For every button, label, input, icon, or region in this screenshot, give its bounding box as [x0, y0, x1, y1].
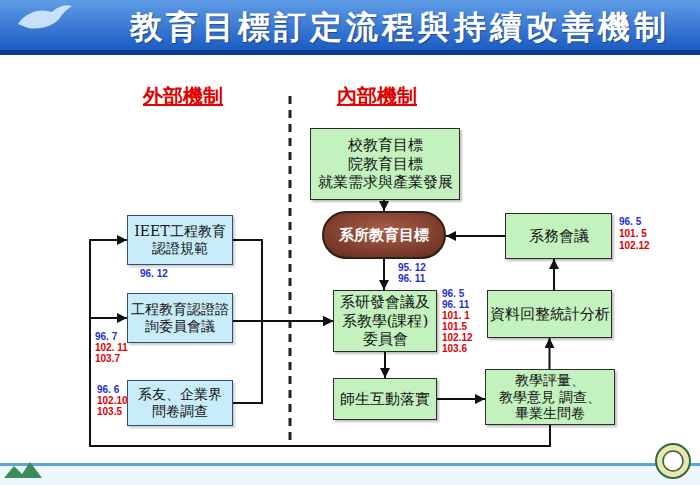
page-title: 教育目標訂定流程與持續改善機制 — [100, 6, 700, 50]
date-label: 103.5 — [97, 406, 122, 417]
date-label: 101. 5 — [619, 228, 647, 239]
date-label: 96. 11 — [398, 273, 425, 284]
flow-arrow — [383, 259, 385, 290]
process-box: 系研發會議及 系教學(課程) 委員會 — [333, 290, 437, 352]
flow-arrow — [384, 352, 386, 378]
flow-arrow — [233, 240, 333, 321]
date-label: 96. 11 — [442, 299, 469, 310]
box-label: 系友、企業界 問卷調查 — [130, 386, 230, 421]
standard-box: 系友、企業界 問卷調查 — [127, 380, 233, 426]
header-stripe — [0, 50, 700, 55]
flow-arrow — [90, 240, 550, 446]
date-label: 101. 1 — [442, 310, 470, 321]
standard-box: IEET工程教育 認證規範 — [127, 215, 233, 265]
date-label: 103.6 — [442, 343, 467, 354]
section-heading: 內部機制 — [337, 84, 417, 108]
date-label: 96. 7 — [95, 331, 117, 342]
pill-outline — [323, 212, 445, 258]
date-label: 96. 5 — [619, 216, 641, 227]
flow-arrow — [383, 200, 385, 211]
flow-arrow — [233, 321, 333, 403]
box-label: 資料回整統計分析 — [490, 305, 610, 324]
school-emblem — [656, 444, 690, 478]
date-label: 95. 12 — [398, 262, 426, 273]
box-label: 校教育目標 院教育目標 就業需求與產業發展 — [313, 136, 457, 192]
date-label: 101.5 — [442, 321, 467, 332]
date-label: 96. 6 — [97, 384, 119, 395]
flow-arrow — [437, 398, 485, 400]
flow-arrow — [233, 320, 333, 322]
process-box: 教學評量、教學意見 調查、畢業生問卷 — [485, 369, 615, 425]
footer-line — [0, 463, 700, 466]
mountain-logo — [4, 462, 42, 478]
dove-logo — [18, 5, 72, 28]
objective-pill: 系所教育目標 — [322, 211, 446, 259]
box-label: IEET工程教育 認證規範 — [130, 223, 230, 258]
process-box: 校教育目標 院教育目標 就業需求與產業發展 — [310, 128, 460, 200]
box-label: 教學評量、教學意見 調查、畢業生問卷 — [488, 372, 612, 423]
process-box: 資料回整統計分析 — [487, 290, 612, 338]
box-label: 系務會議 — [529, 227, 589, 246]
date-label: 102.12 — [442, 332, 473, 343]
separator-line — [289, 96, 292, 440]
date-label: 102.10 — [97, 395, 128, 406]
date-label: 102. 11 — [95, 342, 128, 353]
box-label: 系研發會議及 系教學(課程) 委員會 — [336, 293, 434, 349]
header-band — [0, 0, 700, 50]
date-label: 102.12 — [619, 240, 650, 251]
box-label: 系所教育目標 — [339, 226, 429, 245]
date-label: 96. 12 — [140, 268, 168, 279]
flow-arrow — [553, 259, 555, 290]
date-label: 103.7 — [95, 353, 120, 364]
process-box: 系務會議 — [505, 213, 612, 259]
section-heading: 外部機制 — [143, 84, 223, 108]
flow-arrow — [549, 338, 551, 369]
flow-arrow — [446, 235, 505, 237]
footer-band — [0, 466, 700, 485]
standard-box: 工程教育認證諮 詢委員會議 — [127, 293, 233, 343]
school-emblem — [663, 451, 683, 471]
date-label: 96. 5 — [442, 288, 464, 299]
box-label: 工程教育認證諮 詢委員會議 — [130, 301, 230, 336]
process-box: 師生互動落實 — [333, 378, 437, 420]
box-label: 師生互動落實 — [340, 390, 430, 409]
